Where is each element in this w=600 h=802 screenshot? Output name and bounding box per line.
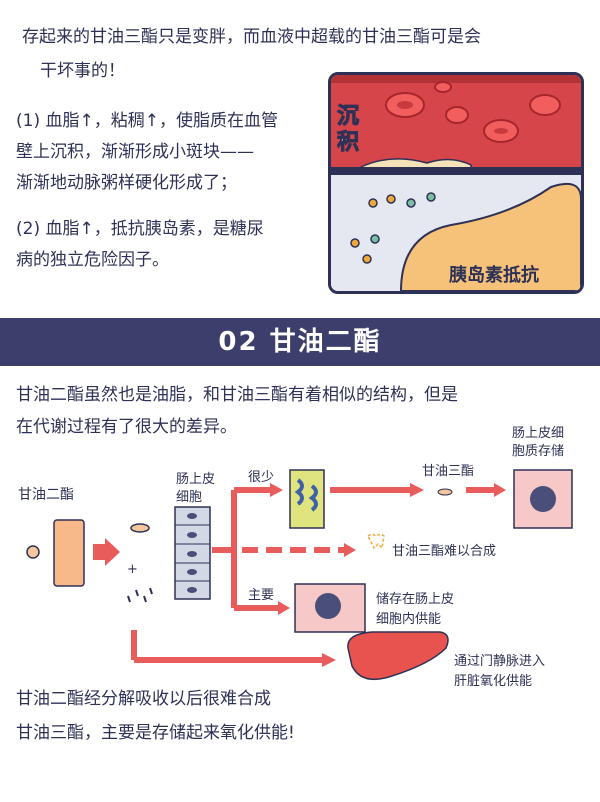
storage-label-1: 肠上皮细 xyxy=(512,426,565,441)
section-banner: 02 甘油二酯 xyxy=(0,318,600,366)
insulin-resistance-label: 胰岛素抵抗 xyxy=(449,265,539,286)
section-title: 02 甘油二酯 xyxy=(218,327,382,357)
metabolism-diagram: 甘油二酯 肠上皮 细胞 + 很少 甘油三酯 肠上皮细 胞质存储 甘油三酯难以合成… xyxy=(0,426,600,690)
point-2-line-1: (2) 血脂↑，抵抗胰岛素，是糖尿 xyxy=(16,219,264,239)
energy-label-1: 储存在肠上皮 xyxy=(376,592,455,607)
illustration-card: 沉 积 胰岛素抵抗 xyxy=(328,72,584,294)
body-line-2: 在代谢过程有了很大的差异。 xyxy=(16,417,237,437)
point-2-line-2: 病的独立危险因子。 xyxy=(16,250,169,270)
tg-label: 甘油三酯 xyxy=(422,464,475,479)
deposit-label-2: 积 xyxy=(336,130,360,155)
conclusion-line-1: 甘油二酯经分解吸收以后很难合成 xyxy=(16,689,271,709)
main-label: 主要 xyxy=(248,588,275,603)
conclusion-line-2: 甘油三酯，主要是存储起来氧化供能! xyxy=(16,723,295,743)
intestine-label-2: 细胞 xyxy=(176,490,203,505)
point-1-line-1: (1) 血脂↑，粘稠↑，使脂质在血管 xyxy=(16,111,278,131)
point-1-line-2: 壁上沉积，渐渐形成小斑块—— xyxy=(16,142,254,162)
hard-synthesis-label: 甘油三酯难以合成 xyxy=(392,544,497,559)
intro-line-2: 干坏事的！ xyxy=(40,61,125,81)
body-line-1: 甘油二酯虽然也是油脂，和甘油三酯有着相似的结构，但是 xyxy=(16,385,458,405)
energy-label-2: 细胞内供能 xyxy=(376,612,442,627)
plus-sign: + xyxy=(127,562,138,577)
intestine-label-1: 肠上皮 xyxy=(176,472,216,487)
storage-label-2: 胞质存储 xyxy=(512,444,565,459)
diagram-svg xyxy=(26,469,573,681)
intro-line-1: 存起来的甘油三酯只是变胖，而血液中超载的甘油三酯可是会 xyxy=(22,27,481,47)
illustration-svg xyxy=(331,75,581,291)
liver-label-2: 肝脏氧化供能 xyxy=(454,674,533,689)
liver-label-1: 通过门静脉进入 xyxy=(454,654,546,669)
deposit-label-1: 沉 xyxy=(336,104,360,129)
point-1-line-3: 渐渐地动脉粥样硬化形成了； xyxy=(16,173,237,193)
few-label: 很少 xyxy=(248,470,275,485)
dag-label: 甘油二酯 xyxy=(18,487,74,503)
